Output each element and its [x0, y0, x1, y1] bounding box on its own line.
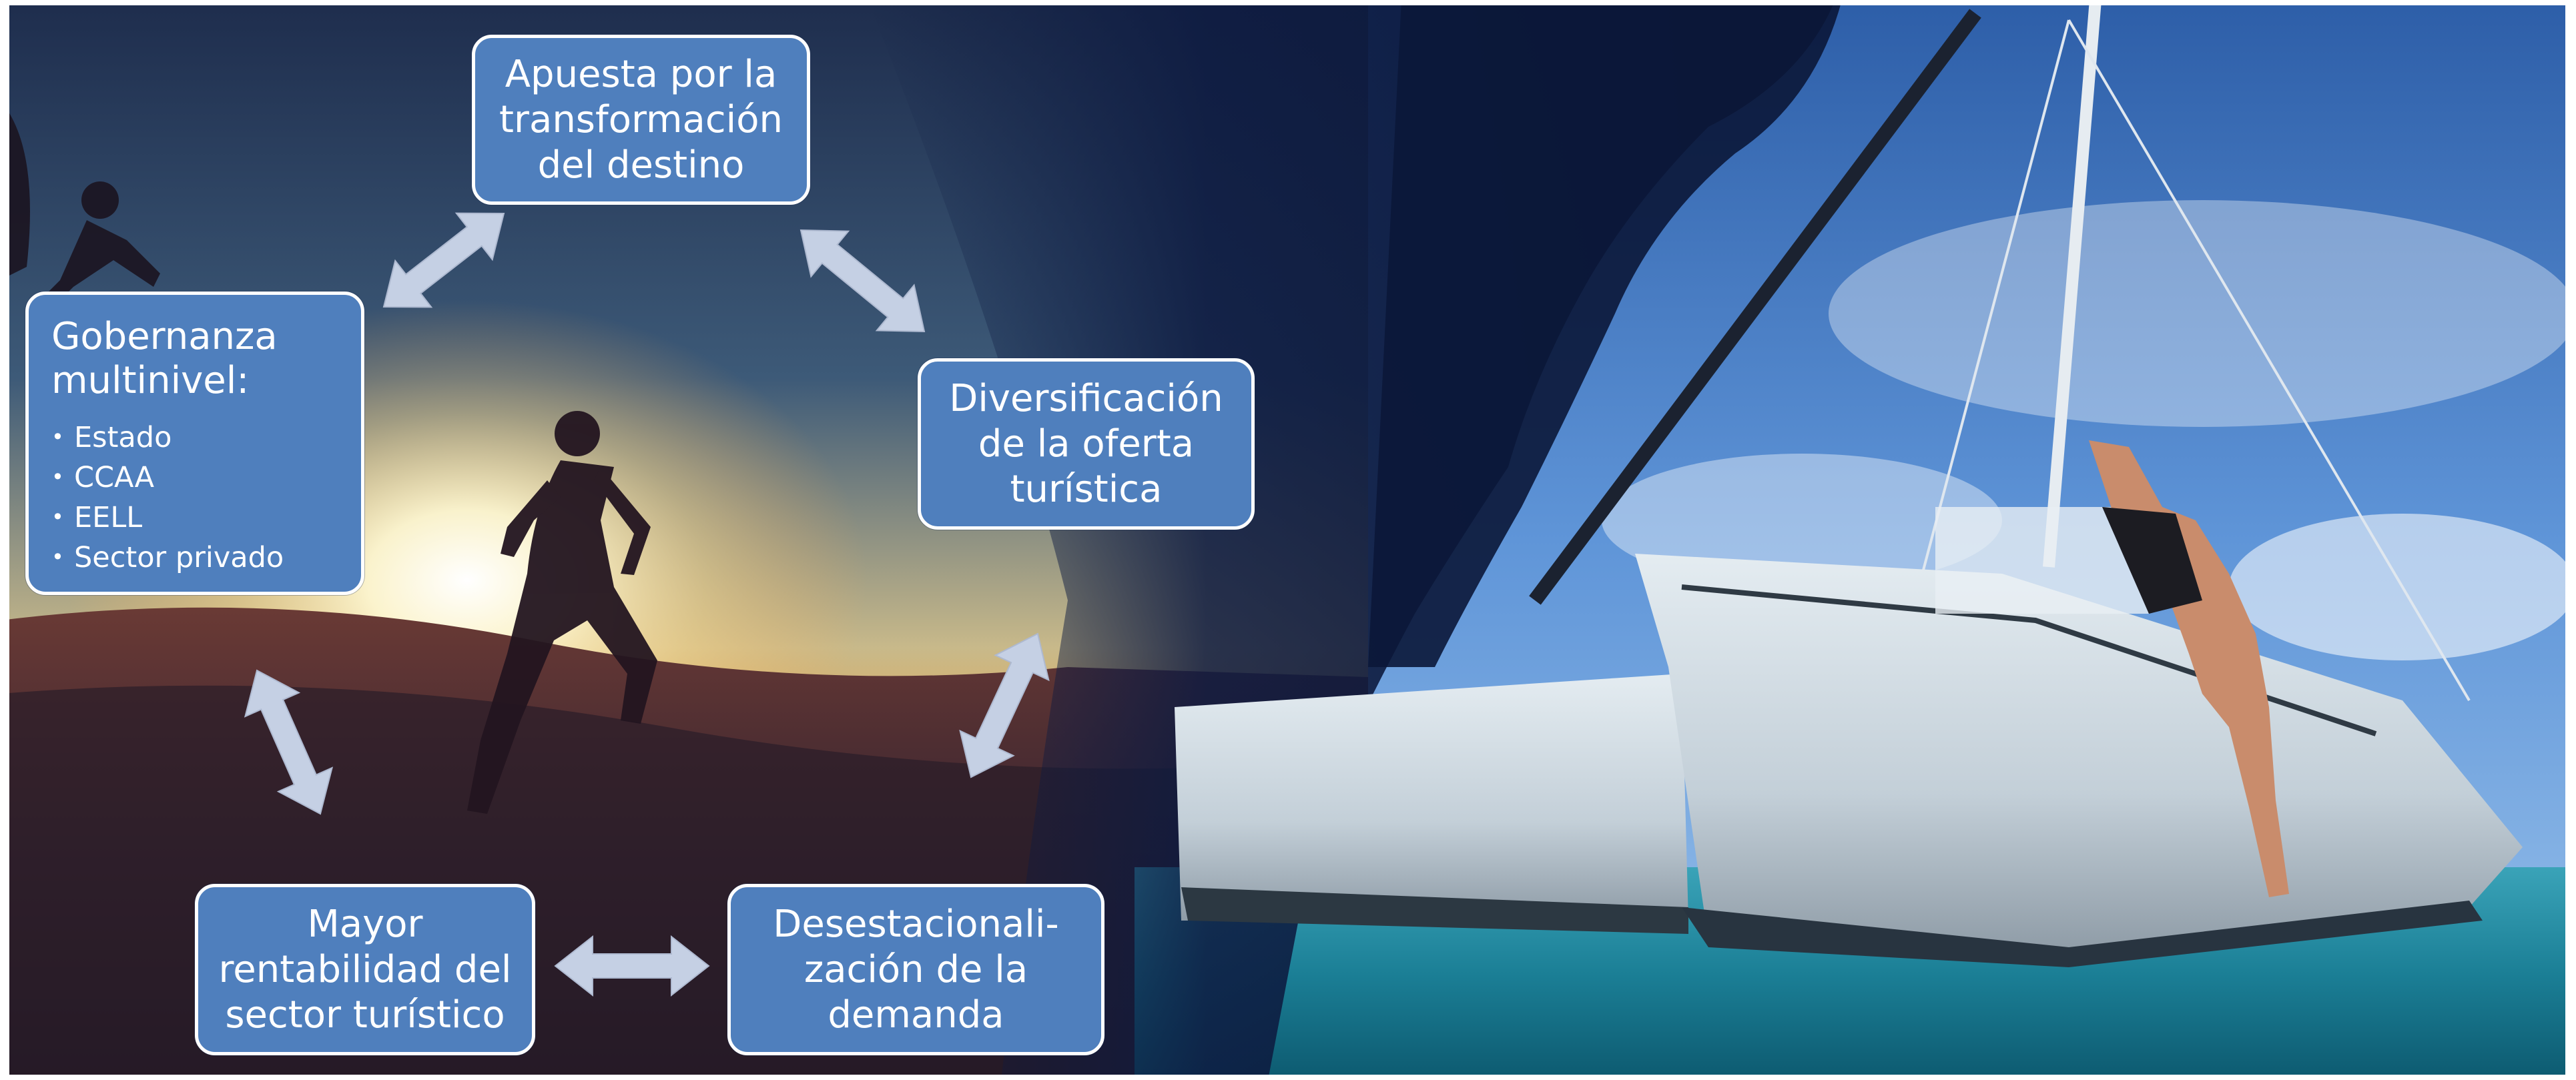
node-line: del destino [537, 143, 745, 187]
arrow-governance-transformation [382, 212, 505, 308]
node-line: rentabilidad del [218, 947, 512, 991]
bullet-icon: • [51, 424, 64, 450]
list-item: • Sector privado [51, 538, 338, 578]
list-item: • CCAA [51, 458, 338, 498]
bullet-icon: • [51, 544, 64, 570]
list-item-label: Estado [74, 421, 172, 454]
node-mayor-rentabilidad: Mayor rentabilidad del sector turístico [195, 884, 535, 1055]
node-title-line: multinivel: [51, 359, 250, 402]
governance-list: • Estado • CCAA • EELL • Sector privado [51, 418, 338, 578]
node-line: transformación [499, 97, 783, 141]
node-transformacion-destino: Apuesta por la transformación del destin… [472, 35, 810, 205]
arrow-deseasonalization-profitability [554, 935, 710, 997]
list-item-label: EELL [74, 501, 143, 534]
node-diversificacion-oferta: Diversificación de la oferta turística [918, 358, 1255, 530]
list-item-label: CCAA [74, 461, 155, 494]
node-line: Mayor [307, 902, 423, 946]
bullet-icon: • [51, 464, 64, 490]
arrow-diversification-deseasonalization [959, 632, 1050, 778]
bullet-icon: • [51, 504, 64, 530]
arrow-profitability-governance [244, 669, 334, 815]
node-line: zación de la [803, 947, 1028, 991]
node-desestacionalizacion-demanda: Desestacionali- zación de la demanda [727, 884, 1104, 1055]
node-line: de la oferta [978, 422, 1195, 466]
node-line: turística [1010, 467, 1163, 511]
list-item: • Estado [51, 418, 338, 458]
node-line: demanda [828, 993, 1004, 1037]
list-item: • EELL [51, 498, 338, 538]
node-gobernanza-multinivel: Gobernanza multinivel: • Estado • CCAA • EE… [25, 292, 364, 595]
node-title-line: Gobernanza [51, 315, 278, 358]
node-line: Desestacionali- [773, 902, 1059, 946]
arrow-transformation-diversification [799, 229, 926, 333]
node-line: Diversificación [949, 376, 1223, 420]
node-line: Apuesta por la [505, 52, 777, 96]
list-item-label: Sector privado [74, 541, 284, 574]
node-line: sector turístico [225, 993, 505, 1037]
